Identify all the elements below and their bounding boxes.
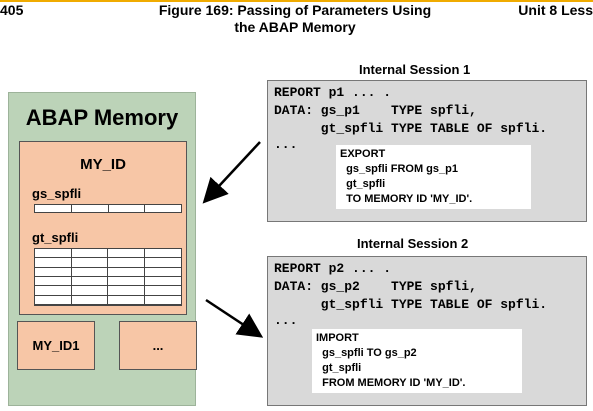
table-cell [144,286,181,296]
statement-line: gs_spfli TO gs_p2 [316,347,417,359]
code-line: gt_spfli TYPE TABLE OF spfli. [274,121,548,136]
table-cell [71,276,108,287]
table-cell [35,295,72,305]
statement-line: gt_spfli [316,362,362,374]
code-line: REPORT p1 ... . [274,85,392,100]
import-statement-box: IMPORT gs_spfli TO gs_p2 gt_spfli FROM M… [312,329,522,393]
code-line: DATA: gs_p1 TYPE spfli, [274,103,477,118]
statement-line: EXPORT [340,148,386,160]
session1-code-box: REPORT p1 ... . DATA: gs_p1 TYPE spfli, … [267,80,587,222]
statement-line: FROM MEMORY ID 'MY_ID'. [316,377,466,389]
figure-title: Figure 169: Passing of Parameters Using … [158,2,432,35]
gs-spfli-label: gs_spfli [32,186,82,201]
table-cell [35,258,72,268]
structure-cell [109,205,146,212]
table-cell [108,286,145,296]
unit-label: Unit 8 Less [518,2,593,18]
table-cell [144,258,181,268]
table-cell [144,277,181,287]
session1-label: Internal Session 1 [359,62,471,77]
code-line: gt_spfli TYPE TABLE OF spfli. [274,297,548,312]
page-header: 405 Figure 169: Passing of Parameters Us… [0,0,593,48]
table-cell [35,276,72,287]
code-line: DATA: gs_p2 TYPE spfli, [274,279,477,294]
more-ids-label: ... [152,338,164,353]
statement-line: gt_spfli [340,178,386,190]
table-cell [108,249,145,259]
table-cell [108,295,145,305]
table-cell [71,286,108,296]
my-id-title: MY_ID [80,156,126,173]
export-statement-box: EXPORT gs_spfli FROM gs_p1 gt_spfli TO M… [336,145,531,209]
code-line: REPORT p2 ... . [274,261,392,276]
code-line: ... [274,313,298,328]
table-cell [144,296,181,305]
my-id1-label: MY_ID1 [32,338,80,353]
my-id-box: MY_ID gs_spfli gt_spfli [19,141,187,315]
statement-line: TO MEMORY ID 'MY_ID'. [340,193,473,205]
gt-spfli-label: gt_spfli [32,230,79,245]
table-cell [144,268,181,277]
session2-label: Internal Session 2 [357,236,469,251]
structure-cell [72,205,109,212]
my-id1-box: MY_ID1 [17,321,95,370]
more-ids-box: ... [119,321,197,370]
gt-spfli-table [34,248,182,306]
table-cell [108,258,145,268]
table-cell [144,249,181,259]
abap-memory-title: ABAP Memory [25,105,179,130]
structure-cell [35,205,72,212]
table-cell [71,295,108,305]
session2-code-box: REPORT p2 ... . DATA: gs_p2 TYPE spfli, … [267,256,587,406]
code-line: ... [274,137,298,152]
table-cell [108,267,145,277]
page-number: 405 [0,2,24,18]
header-rule [0,0,593,2]
structure-cell [145,205,181,212]
abap-memory-container: ABAP Memory MY_ID gs_spfli gt_spfli MY_I… [8,92,197,406]
table-cell [35,286,72,296]
statement-line: gs_spfli FROM gs_p1 [340,163,458,175]
table-cell [71,258,108,268]
table-cell [71,267,108,277]
export-arrow [202,141,261,204]
gs-spfli-structure [34,204,182,213]
statement-line: IMPORT [316,332,359,344]
import-arrow [205,298,264,338]
table-cell [71,249,108,259]
table-cell [35,267,72,277]
table-cell [108,276,145,287]
table-cell [35,249,72,259]
